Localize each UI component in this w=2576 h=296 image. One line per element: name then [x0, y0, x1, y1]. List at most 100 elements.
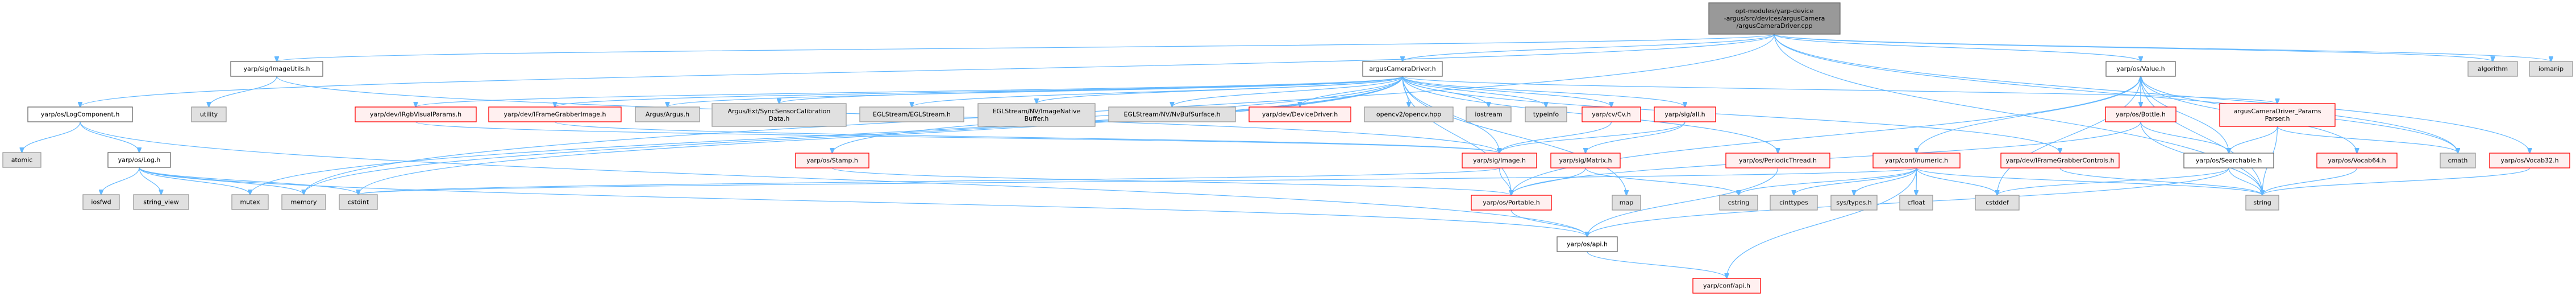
node-label: yarp/os/LogComponent.h [41, 111, 120, 118]
node-box [1550, 153, 1621, 168]
edge-driverh-to-sigall [1402, 76, 1685, 107]
edge-root-to-algorithm [1774, 34, 2493, 61]
node-label: opt-modules/yarp-device [1736, 7, 1814, 15]
edge-value-to-searchable [2140, 76, 2229, 153]
edge-paramsparser-to-cmath [2277, 126, 2458, 153]
node-yarp-sig-matrix-h[interactable]: yarp/sig/Matrix.h [1550, 153, 1621, 168]
edge-driverh-to-map [1402, 76, 1626, 195]
node-box [1108, 106, 1236, 122]
edge-numeric-to-confapi [1727, 167, 1917, 278]
node-box [1725, 153, 1830, 168]
node-box [711, 103, 847, 127]
node-box [1692, 278, 1761, 294]
edge-root-to-driverh [1403, 34, 1775, 61]
node-label: cstdint [348, 199, 369, 206]
node-label: argusCameraDriver.h [1369, 65, 1435, 73]
node-label: EGLStream/NV/NvBufSurface.h [1123, 111, 1220, 118]
edge-driverh-to-ifgimage [555, 76, 1403, 107]
node-box [1557, 236, 1618, 252]
edge-driverh-to-imagenative [1037, 76, 1403, 104]
node-yarp-os-vocab64-h[interactable]: yarp/os/Vocab64.h [2316, 153, 2398, 168]
node-label: argusCameraDriver_Params [2234, 108, 2321, 115]
node-box [2183, 153, 2274, 168]
node-yarp-dev-irgbvisualparams-h[interactable]: yarp/dev/IRgbVisualParams.h [355, 106, 477, 122]
edge-log-to-memory [139, 167, 304, 195]
edge-numeric-to-string [1916, 167, 2263, 195]
node-label: yarp/sig/Image.h [1473, 157, 1526, 165]
node-label: yarp/sig/ImageUtils.h [243, 65, 310, 73]
node-label: atomic [11, 157, 33, 164]
node-label: yarp/dev/IFrameGrabberImage.h [504, 111, 606, 118]
node-yarp-conf-numeric-h[interactable]: yarp/conf/numeric.h [1872, 153, 1961, 168]
node-iosfwd: iosfwd [82, 194, 120, 210]
node-yarp-sig-imageutils-h[interactable]: yarp/sig/ImageUtils.h [230, 61, 323, 77]
edge-ifgimage-to-image [554, 121, 1500, 153]
node-cstddef: cstddef [1975, 195, 2020, 211]
edge-matrix-to-cstring [1585, 167, 1739, 195]
node-box [231, 194, 269, 210]
edge-sigall-to-image [1500, 121, 1686, 153]
node-box [1899, 195, 1933, 211]
node-string-view: string_view [133, 194, 189, 210]
edge-vocab64-to-string [2262, 167, 2358, 195]
edge-driverh-to-ifgcontrols [1402, 76, 2060, 153]
node-label: yarp/conf/api.h [1703, 282, 1750, 290]
node-yarp-conf-api-h[interactable]: yarp/conf/api.h [1692, 278, 1761, 294]
edge-log-to-osapi [139, 167, 1587, 237]
node-arguscameradriver-h[interactable]: argusCameraDriver.h [1362, 61, 1443, 77]
edge-driverh-to-cv [1402, 76, 1612, 107]
node-label: yarp/os/PeriodicThread.h [1739, 157, 1817, 165]
edge-driverh-to-irgb [416, 76, 1403, 107]
node-eglstream-eglstream-h: EGLStream/EGLStream.h [859, 106, 964, 122]
edge-root-to-vocab32 [1774, 34, 2530, 153]
node-label: map [1620, 199, 1633, 207]
node-label: yarp/os/Value.h [2116, 65, 2165, 73]
node-label: Argus/Argus.h [646, 111, 689, 118]
node-memory: memory [281, 194, 326, 210]
node-yarp-dev-iframegrabbercontrols-h[interactable]: yarp/dev/IFrameGrabberControls.h [2000, 153, 2120, 168]
node-utility: utility [191, 106, 227, 122]
node-label: yarp/os/Portable.h [1483, 199, 1539, 207]
node-cmath: cmath [2440, 153, 2476, 168]
node-eglstream-nv-nvbufsurface-h: EGLStream/NV/NvBufSurface.h [1108, 106, 1236, 122]
node-cfloat: cfloat [1899, 195, 1933, 211]
edge-portable-to-osapi [1510, 209, 1588, 237]
node-yarp-os-value-h[interactable]: yarp/os/Value.h [2105, 61, 2176, 77]
node-sys-types-h: sys/types.h [1830, 195, 1878, 211]
node-yarp-os-portable-h[interactable]: yarp/os/Portable.h [1471, 195, 1552, 211]
node-yarp-os-vocab32-h[interactable]: yarp/os/Vocab32.h [2489, 153, 2570, 168]
edge-periodic-to-osapi [1587, 167, 1779, 237]
node-yarp-sig-image-h[interactable]: yarp/sig/Image.h [1462, 153, 1537, 168]
node-box [27, 106, 133, 122]
edge-stamp-to-portable [831, 167, 1512, 195]
node-yarp-os-logcomponent-h[interactable]: yarp/os/LogComponent.h [27, 106, 133, 122]
node-cstring: cstring [1719, 195, 1758, 211]
edge-driverh-to-paramsparser [1402, 76, 2278, 104]
node-yarp-os-log-h[interactable]: yarp/os/Log.h [107, 152, 171, 168]
node-opt-modules-yarp-device-argus-src-devices-arguscamera-arguscameradriver-cpp[interactable]: opt-modules/yarp-device-argus/src/device… [1708, 2, 1841, 35]
node-yarp-os-periodicthread-h[interactable]: yarp/os/PeriodicThread.h [1725, 153, 1830, 168]
node-label: EGLStream/NV/ImageNative [993, 108, 1081, 115]
node-yarp-sig-all-h[interactable]: yarp/sig/all.h [1654, 106, 1716, 122]
edge-driverh-to-portable [1402, 76, 1512, 195]
edge-value-to-string [2140, 76, 2262, 195]
node-box [2467, 61, 2518, 77]
node-label: Argus/Ext/SyncSensorCalibration [728, 108, 831, 115]
node-yarp-os-stamp-h[interactable]: yarp/os/Stamp.h [795, 153, 869, 168]
edge-root-to-string [1774, 34, 2263, 195]
node-yarp-dev-iframegrabberimage-h[interactable]: yarp/dev/IFrameGrabberImage.h [488, 106, 622, 122]
node-label: cinttypes [1779, 199, 1808, 207]
node-yarp-os-searchable-h[interactable]: yarp/os/Searchable.h [2183, 153, 2274, 168]
node-label: EGLStream/EGLStream.h [873, 111, 951, 118]
node-yarp-cv-cv-h[interactable]: yarp/cv/Cv.h [1582, 106, 1641, 122]
node-box [2529, 61, 2573, 77]
edge-imageutils-to-utility [209, 76, 277, 107]
node-label: yarp/dev/IRgbVisualParams.h [370, 111, 461, 118]
node-yarp-dev-devicedriver-h[interactable]: yarp/dev/DeviceDriver.h [1249, 106, 1351, 122]
node-yarp-os-api-h[interactable]: yarp/os/api.h [1557, 236, 1618, 252]
node-iostream: iostream [1466, 106, 1512, 122]
node-yarp-os-bottle-h[interactable]: yarp/os/Bottle.h [2105, 106, 2177, 122]
